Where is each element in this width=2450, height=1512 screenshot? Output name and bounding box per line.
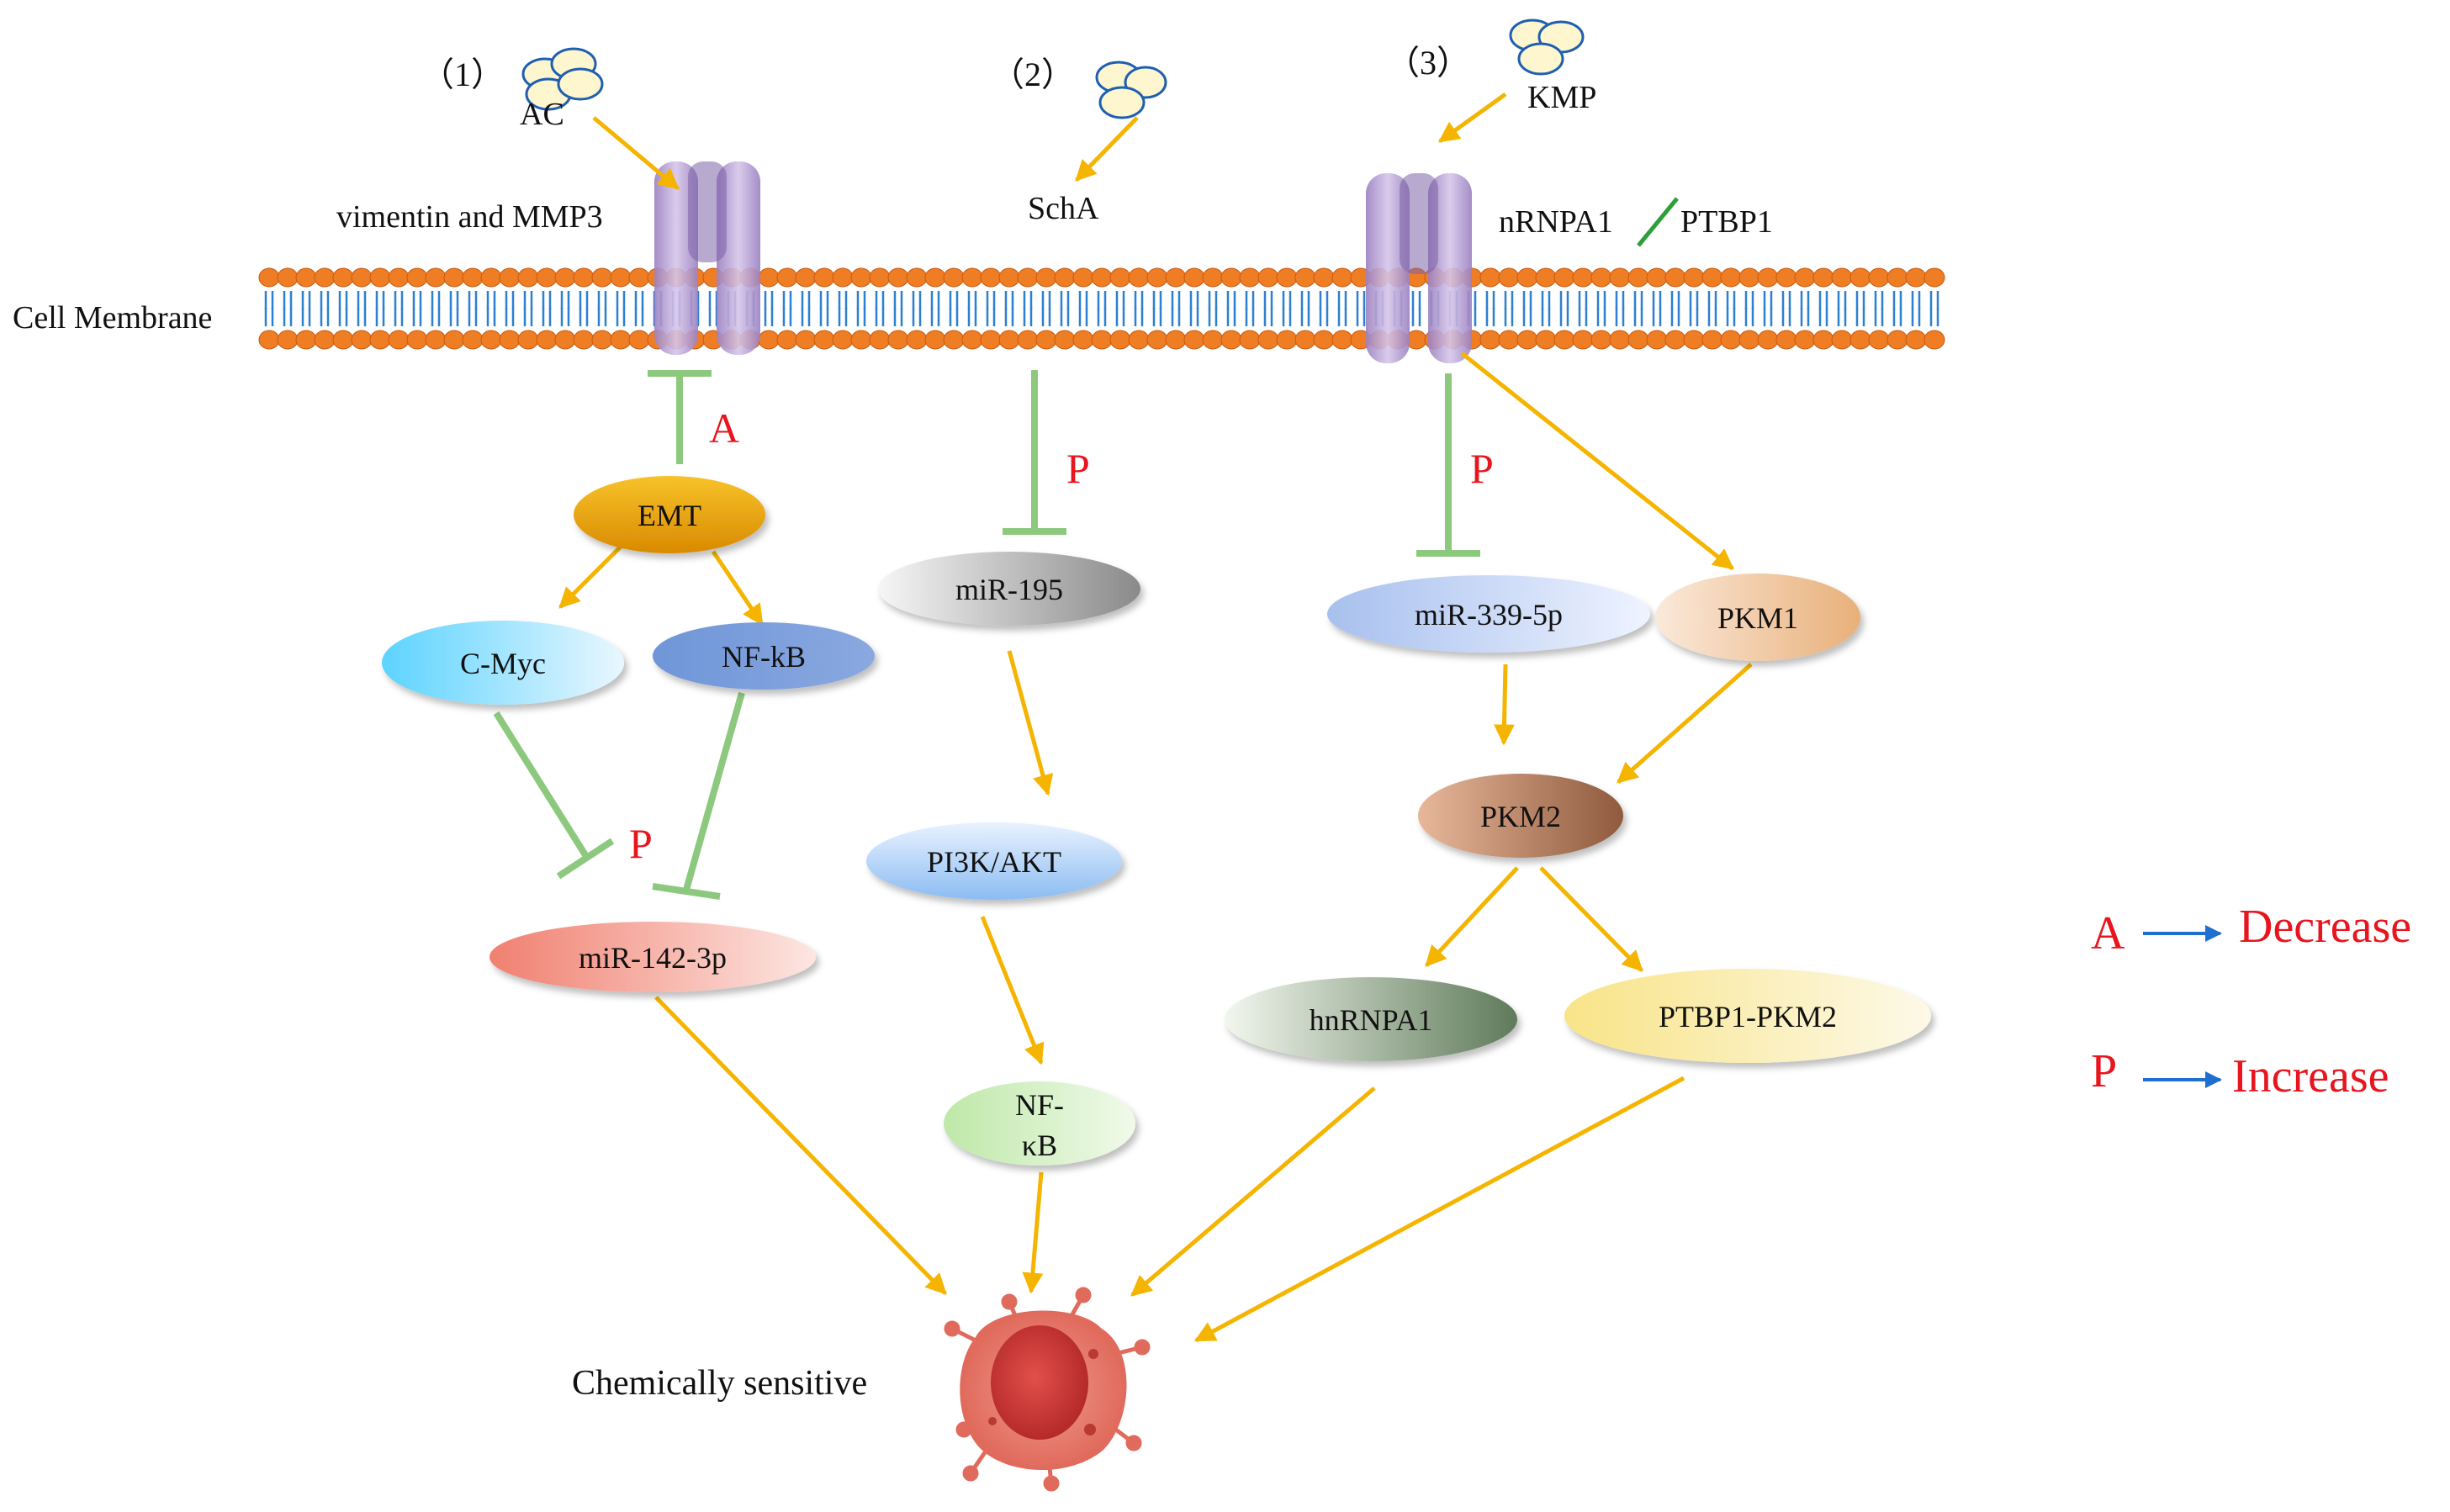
- svg-text:hnRNPA1: hnRNPA1: [1310, 1003, 1433, 1037]
- pathway-3-number: （3）: [1386, 44, 1470, 82]
- inhibit-nfkb-mir142: [683, 691, 745, 891]
- receptor-nrnpa1-label: nRNPA1: [1499, 204, 1613, 240]
- node-pkm1: PKM1: [1655, 574, 1860, 661]
- node-ptbp1-pkm2: PTBP1-PKM2: [1564, 969, 1931, 1063]
- arrow-kmp-to-receptor: [1437, 92, 1507, 144]
- arrow-mir142-to-cell: [654, 996, 947, 1295]
- svg-text:PKM1: PKM1: [1717, 601, 1798, 635]
- arrow-hnrnpa1-to-cell: [1130, 1086, 1376, 1297]
- svg-text:PKM2: PKM2: [1480, 800, 1561, 833]
- arrow-nfkb2-to-cell: [1022, 1171, 1044, 1294]
- node-nf-kb-2: NF- κB: [944, 1081, 1135, 1166]
- svg-text:NF-kB: NF-kB: [722, 640, 806, 674]
- svg-text:miR-195: miR-195: [955, 573, 1063, 606]
- inhibit-cmyc-mir142: [493, 711, 590, 860]
- drug-molecule-ac-icon: [521, 47, 604, 111]
- effect-increase-mir195: P: [1066, 445, 1090, 492]
- node-c-myc: C-Myc: [382, 621, 624, 705]
- receptor-hnrnpa1-ptbp1: [1366, 173, 1472, 363]
- node-pkm2: PKM2: [1418, 774, 1623, 858]
- legend-key-a: A: [2091, 907, 2125, 960]
- receptor-ptbp1-label: PTBP1: [1680, 204, 1773, 240]
- drug-molecule-kmp-icon: [1509, 19, 1585, 76]
- svg-text:C-Myc: C-Myc: [460, 647, 546, 680]
- cancer-cell-icon: [944, 1287, 1151, 1492]
- legend-meaning-increase: Increase: [2232, 1050, 2389, 1102]
- inhibition-lines: [493, 370, 1480, 900]
- activation-arrows: [558, 92, 1753, 1343]
- node-nf-kb: NF-kB: [653, 622, 875, 690]
- drug-kmp-label: KMP: [1527, 80, 1596, 115]
- arrow-pi3k-to-nfkb2: [980, 916, 1045, 1065]
- membrane-label: Cell Membrane: [13, 300, 212, 336]
- node-mir-142-3p: miR-142-3p: [489, 922, 816, 992]
- slash-divider: [1637, 197, 1679, 247]
- outcome-label: Chemically sensitive: [572, 1364, 867, 1403]
- effect-increase-mir339: P: [1470, 445, 1494, 492]
- drug-molecule-scha-icon: [1095, 61, 1167, 119]
- arrow-pkm2-to-hnrnpa1: [1425, 866, 1519, 967]
- pathway-1-number: （1）: [421, 56, 505, 93]
- arrow-pkm2-to-ptbp1pkm2: [1539, 866, 1643, 972]
- legend: A Decrease P Increase: [2091, 901, 2411, 1102]
- pathway-2-number: （2）: [991, 56, 1075, 93]
- arrow-pkm1-to-pkm2: [1617, 663, 1753, 784]
- drug-ac-label: AC: [520, 97, 564, 132]
- drug-scha-label: SchA: [1028, 191, 1099, 226]
- svg-text:miR-142-3p: miR-142-3p: [579, 941, 727, 975]
- arrow-mir195-to-pi3k: [1007, 650, 1054, 796]
- svg-text:κB: κB: [1022, 1129, 1057, 1162]
- legend-key-p: P: [2091, 1045, 2117, 1097]
- svg-text:NF-: NF-: [1015, 1088, 1064, 1122]
- node-emt: EMT: [574, 476, 765, 553]
- cell-membrane: [258, 267, 1945, 350]
- arrow-scha-down: [1075, 116, 1139, 182]
- arrow-emt-to-nfkb: [711, 550, 765, 626]
- arrow-ac-to-receptor: [592, 116, 680, 190]
- receptor-vimentin-mmp3: [654, 161, 760, 355]
- node-mir-339-5p: miR-339-5p: [1327, 575, 1650, 653]
- receptor-vimentin-mmp3-label: vimentin and MMP3: [336, 199, 603, 235]
- arrow-receptor-to-pkm1: [1460, 352, 1734, 570]
- effect-increase-mir142: P: [629, 820, 653, 867]
- node-hnrnpa1: hnRNPA1: [1225, 977, 1517, 1061]
- svg-text:EMT: EMT: [638, 499, 701, 532]
- node-pi3k-akt: PI3K/AKT: [866, 822, 1122, 900]
- svg-text:PI3K/AKT: PI3K/AKT: [927, 845, 1061, 879]
- svg-text:PTBP1-PKM2: PTBP1-PKM2: [1659, 1000, 1837, 1034]
- legend-meaning-decrease: Decrease: [2239, 901, 2411, 953]
- node-mir-195: miR-195: [878, 552, 1140, 626]
- arrow-ptbp1pkm2-to-cell: [1193, 1076, 1685, 1343]
- effect-decrease-emt: A: [709, 404, 739, 452]
- svg-text:miR-339-5p: miR-339-5p: [1415, 598, 1563, 632]
- arrow-emt-to-cmyc: [558, 543, 624, 609]
- arrow-mir339-to-pkm2: [1493, 663, 1515, 746]
